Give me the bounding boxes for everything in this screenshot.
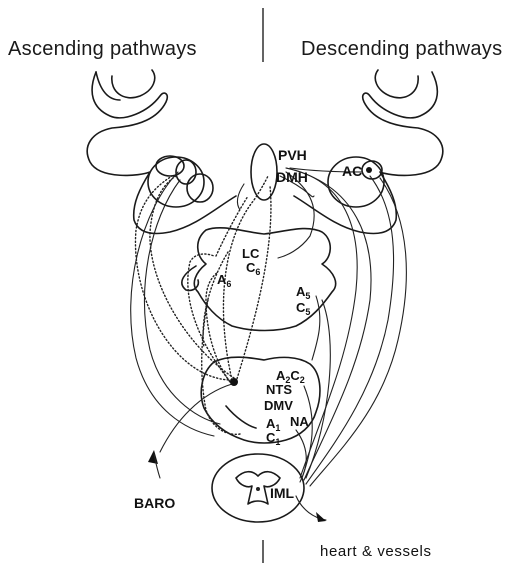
label-c1-sub: 1: [275, 437, 280, 447]
label-iml: IML: [270, 485, 295, 501]
ascending-pathways-heading: Ascending pathways: [8, 38, 197, 60]
forebrain-section: [87, 70, 443, 234]
label-a6-sub: 6: [226, 279, 231, 289]
medulla-section: [201, 357, 320, 443]
label-nts: NTS: [266, 382, 292, 397]
ac-dot: [366, 167, 372, 173]
label-baro: BARO: [134, 495, 175, 511]
label-dmh: DMH: [276, 169, 308, 185]
label-heart-vessels: heart & vessels: [320, 543, 432, 560]
svg-text:A6: A6: [217, 272, 231, 289]
label-ac: AC: [342, 163, 362, 179]
svg-text:A5: A5: [296, 284, 310, 301]
pons-section: [194, 228, 335, 331]
label-lc: LC: [242, 246, 260, 261]
label-pvh: PVH: [278, 147, 307, 163]
label-c2-sub: 2: [300, 375, 305, 385]
svg-text:C5: C5: [296, 300, 310, 317]
nucleus-labels: PVH DMH AC LC C6 A6 A5 C5 A2C2 NTS DMV N…: [217, 147, 372, 501]
label-dmv: DMV: [264, 398, 293, 413]
label-a1-sub: 1: [275, 423, 280, 433]
descending-pathways-heading: Descending pathways: [301, 38, 502, 60]
label-a5-sub: 5: [305, 291, 310, 301]
svg-text:C6: C6: [246, 260, 260, 277]
medulla-inner-arc: [226, 406, 256, 428]
ascending-fibers: [131, 172, 271, 478]
heart-arrowhead: [316, 512, 326, 522]
label-c5-sub: 5: [305, 307, 310, 317]
label-c6-sub: 6: [255, 267, 260, 277]
baro-arrowhead: [148, 450, 158, 464]
descending-fibers: [278, 168, 406, 522]
label-na: NA: [290, 414, 309, 429]
